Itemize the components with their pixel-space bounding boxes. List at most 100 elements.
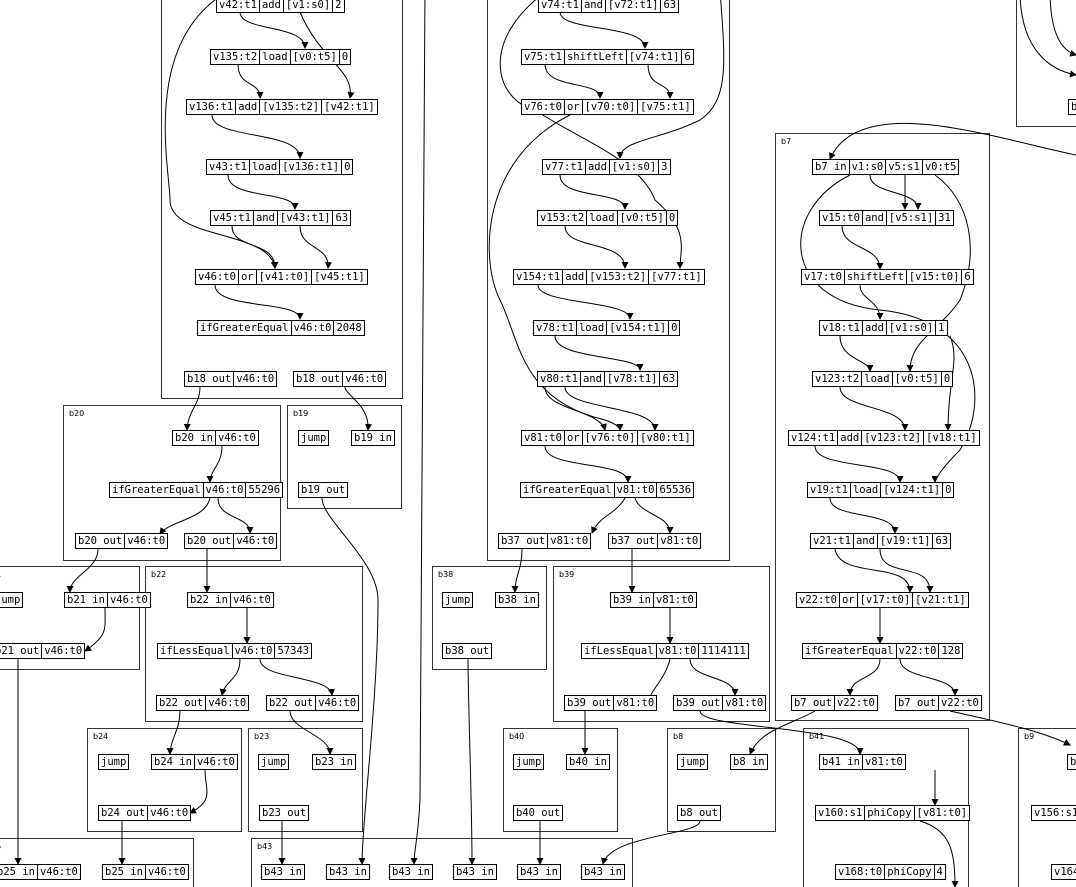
node-b19in[interactable]: b19 in bbox=[351, 430, 395, 446]
node-b40jump[interactable]: jump bbox=[513, 754, 545, 770]
node-cell: b21 in bbox=[67, 594, 105, 606]
node-cell: [v75:t1] bbox=[637, 100, 693, 114]
node-b38out[interactable]: b38 out bbox=[442, 643, 493, 659]
node-b40in[interactable]: b40 in bbox=[566, 754, 610, 770]
node-b23out[interactable]: b23 out bbox=[259, 805, 310, 821]
node-b21jump[interactable]: jump bbox=[0, 592, 24, 608]
node-cell: ifLessEqual bbox=[160, 645, 230, 657]
node-b43in4[interactable]: b43 in bbox=[453, 864, 497, 880]
node-b43in6[interactable]: b43 in bbox=[581, 864, 625, 880]
node-cell: v81:t0 bbox=[613, 483, 657, 497]
node-cell: add bbox=[562, 270, 586, 284]
node-b19jump[interactable]: jump bbox=[298, 430, 330, 446]
block-label: b39 bbox=[559, 570, 575, 579]
node-cell: [v41:t0] bbox=[255, 270, 312, 284]
node-b23jump[interactable]: jump bbox=[258, 754, 290, 770]
block-b8: b8 bbox=[667, 728, 776, 832]
node-b24jump[interactable]: jump bbox=[98, 754, 130, 770]
node-v156[interactable]: v156:s1 bbox=[1031, 805, 1076, 821]
node-cell: b20 out bbox=[78, 535, 123, 547]
node-cell: v81:t0 bbox=[655, 644, 699, 658]
node-cell: or bbox=[237, 270, 256, 284]
node-b8in[interactable]: b8 in bbox=[730, 754, 768, 770]
node-cell: 63 bbox=[332, 211, 350, 225]
node-b38in[interactable]: b38 in bbox=[495, 592, 539, 608]
node-b8jump[interactable]: jump bbox=[677, 754, 709, 770]
node-b43in3[interactable]: b43 in bbox=[389, 864, 433, 880]
node-b8out[interactable]: b8 out bbox=[677, 805, 721, 821]
node-b40out[interactable]: b40 out bbox=[513, 805, 564, 821]
node-cell: ifGreaterEqual bbox=[523, 484, 612, 496]
node-cell: ifGreaterEqual bbox=[200, 322, 289, 334]
node-b19out[interactable]: b19 out bbox=[298, 482, 349, 498]
node-b43in1[interactable]: b43 in bbox=[261, 864, 305, 880]
node-bxnode[interactable]: b bbox=[1068, 99, 1076, 115]
node-cell: 2048 bbox=[333, 321, 363, 335]
node-v164[interactable]: v164 bbox=[1051, 864, 1076, 880]
block-label: b19 bbox=[293, 409, 309, 418]
node-b9in[interactable]: b9 bbox=[1067, 754, 1076, 770]
node-b23in[interactable]: b23 in bbox=[312, 754, 356, 770]
node-cell: v168:t0 bbox=[838, 866, 883, 878]
edge bbox=[259, 658, 335, 696]
node-b38jump[interactable]: jump bbox=[442, 592, 474, 608]
node-b43in5[interactable]: b43 in bbox=[517, 864, 561, 880]
node-cell: v46:t0 bbox=[231, 644, 275, 658]
node-b43in2[interactable]: b43 in bbox=[326, 864, 370, 880]
